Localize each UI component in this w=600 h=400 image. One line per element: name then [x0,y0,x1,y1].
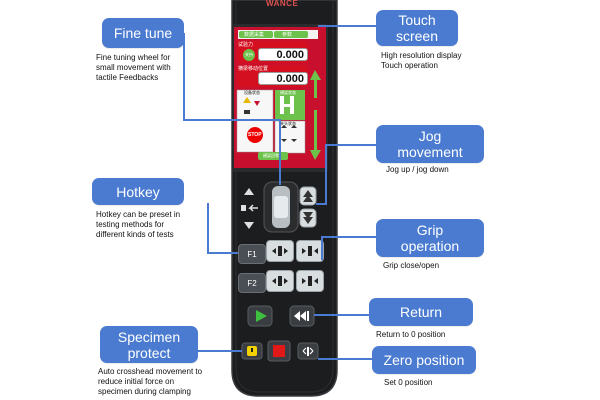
nav-up-arrow-icon [244,188,254,195]
callout-return: Return [369,298,473,326]
screen-bottom-button-label[interactable]: 横梁回零 [263,153,279,158]
desc-grip-operation: Grip close/open [383,261,440,270]
callout-specimen-protect: Specimen protect [100,326,198,363]
grip-upper-close-button[interactable] [266,240,294,262]
desc-touch-screen: High resolution display Touch operation [381,51,462,70]
screen-value-position: 0.000 [258,72,308,85]
nav-back-arrow-icon [248,204,258,212]
desc-return: Return to 0 position [376,330,446,339]
screen-green-circle [243,49,255,61]
screen-panel-right-title: 横梁状态 [280,90,296,95]
callout-jog-movement: Jog movement [376,125,484,163]
nav-down-arrow-icon [244,222,254,229]
stop-icon [247,127,263,143]
grip-upper-open-button[interactable] [296,240,324,262]
callout-fine-tune: Fine tune [102,18,184,48]
connector-jog [326,144,377,146]
grip-lower-close-button[interactable] [266,270,294,292]
screen-green-label[interactable]: 夹持 [245,52,253,57]
screen-label-position: 横梁移动位置 [238,66,269,72]
connector-zero [318,358,373,360]
screen-tab-2 [274,31,308,38]
grip-close-icon [272,276,288,286]
callout-grip-operation: Grip operation [376,219,484,257]
connector-hotkey [207,203,209,254]
callout-hotkey: Hotkey [92,178,184,205]
screen-up-arrow-icon [310,70,321,98]
grip-close-icon [272,246,288,256]
screen-stop-label[interactable]: STOP [248,132,262,138]
screen-tab-2-label[interactable]: 参数 [282,32,293,38]
desc-zero-position: Set 0 position [384,378,433,387]
screen-panel-left-title: 设备状态 [244,90,260,95]
connector-specimen [198,350,242,352]
desc-hotkey: Hotkey can be preset in testing methods … [96,210,181,239]
callout-touch-screen: Touch screen [376,10,458,46]
connector-grip [322,236,377,238]
screen-label-force: 试验力 [238,42,254,48]
f1-key[interactable]: F1 [238,244,266,264]
connector-touch-screen [318,25,377,27]
callout-zero-position: Zero position [372,346,476,374]
screen-down-arrow-icon [310,110,321,160]
screen-tab-1-label[interactable]: 数据采集 [244,32,265,38]
f2-key[interactable]: F2 [238,273,266,293]
grip-lower-open-button[interactable] [296,270,324,292]
desc-specimen-protect: Auto crosshead movement to reduce initia… [98,367,203,396]
desc-fine-tune: Fine tuning wheel for small movement wit… [96,53,171,82]
desc-jog-movement: Jog up / jog down [386,165,449,174]
brand-logo: WANCE [266,0,299,8]
screen-tab-1 [239,31,273,38]
grip-open-icon [302,276,318,286]
grip-open-icon [302,246,318,256]
screen-value-force: 0.000 [258,48,308,61]
connector-fine-tune [183,33,185,120]
connector-return [314,314,369,316]
screen-panel-bottom-title: 夹头状态 [280,121,296,126]
